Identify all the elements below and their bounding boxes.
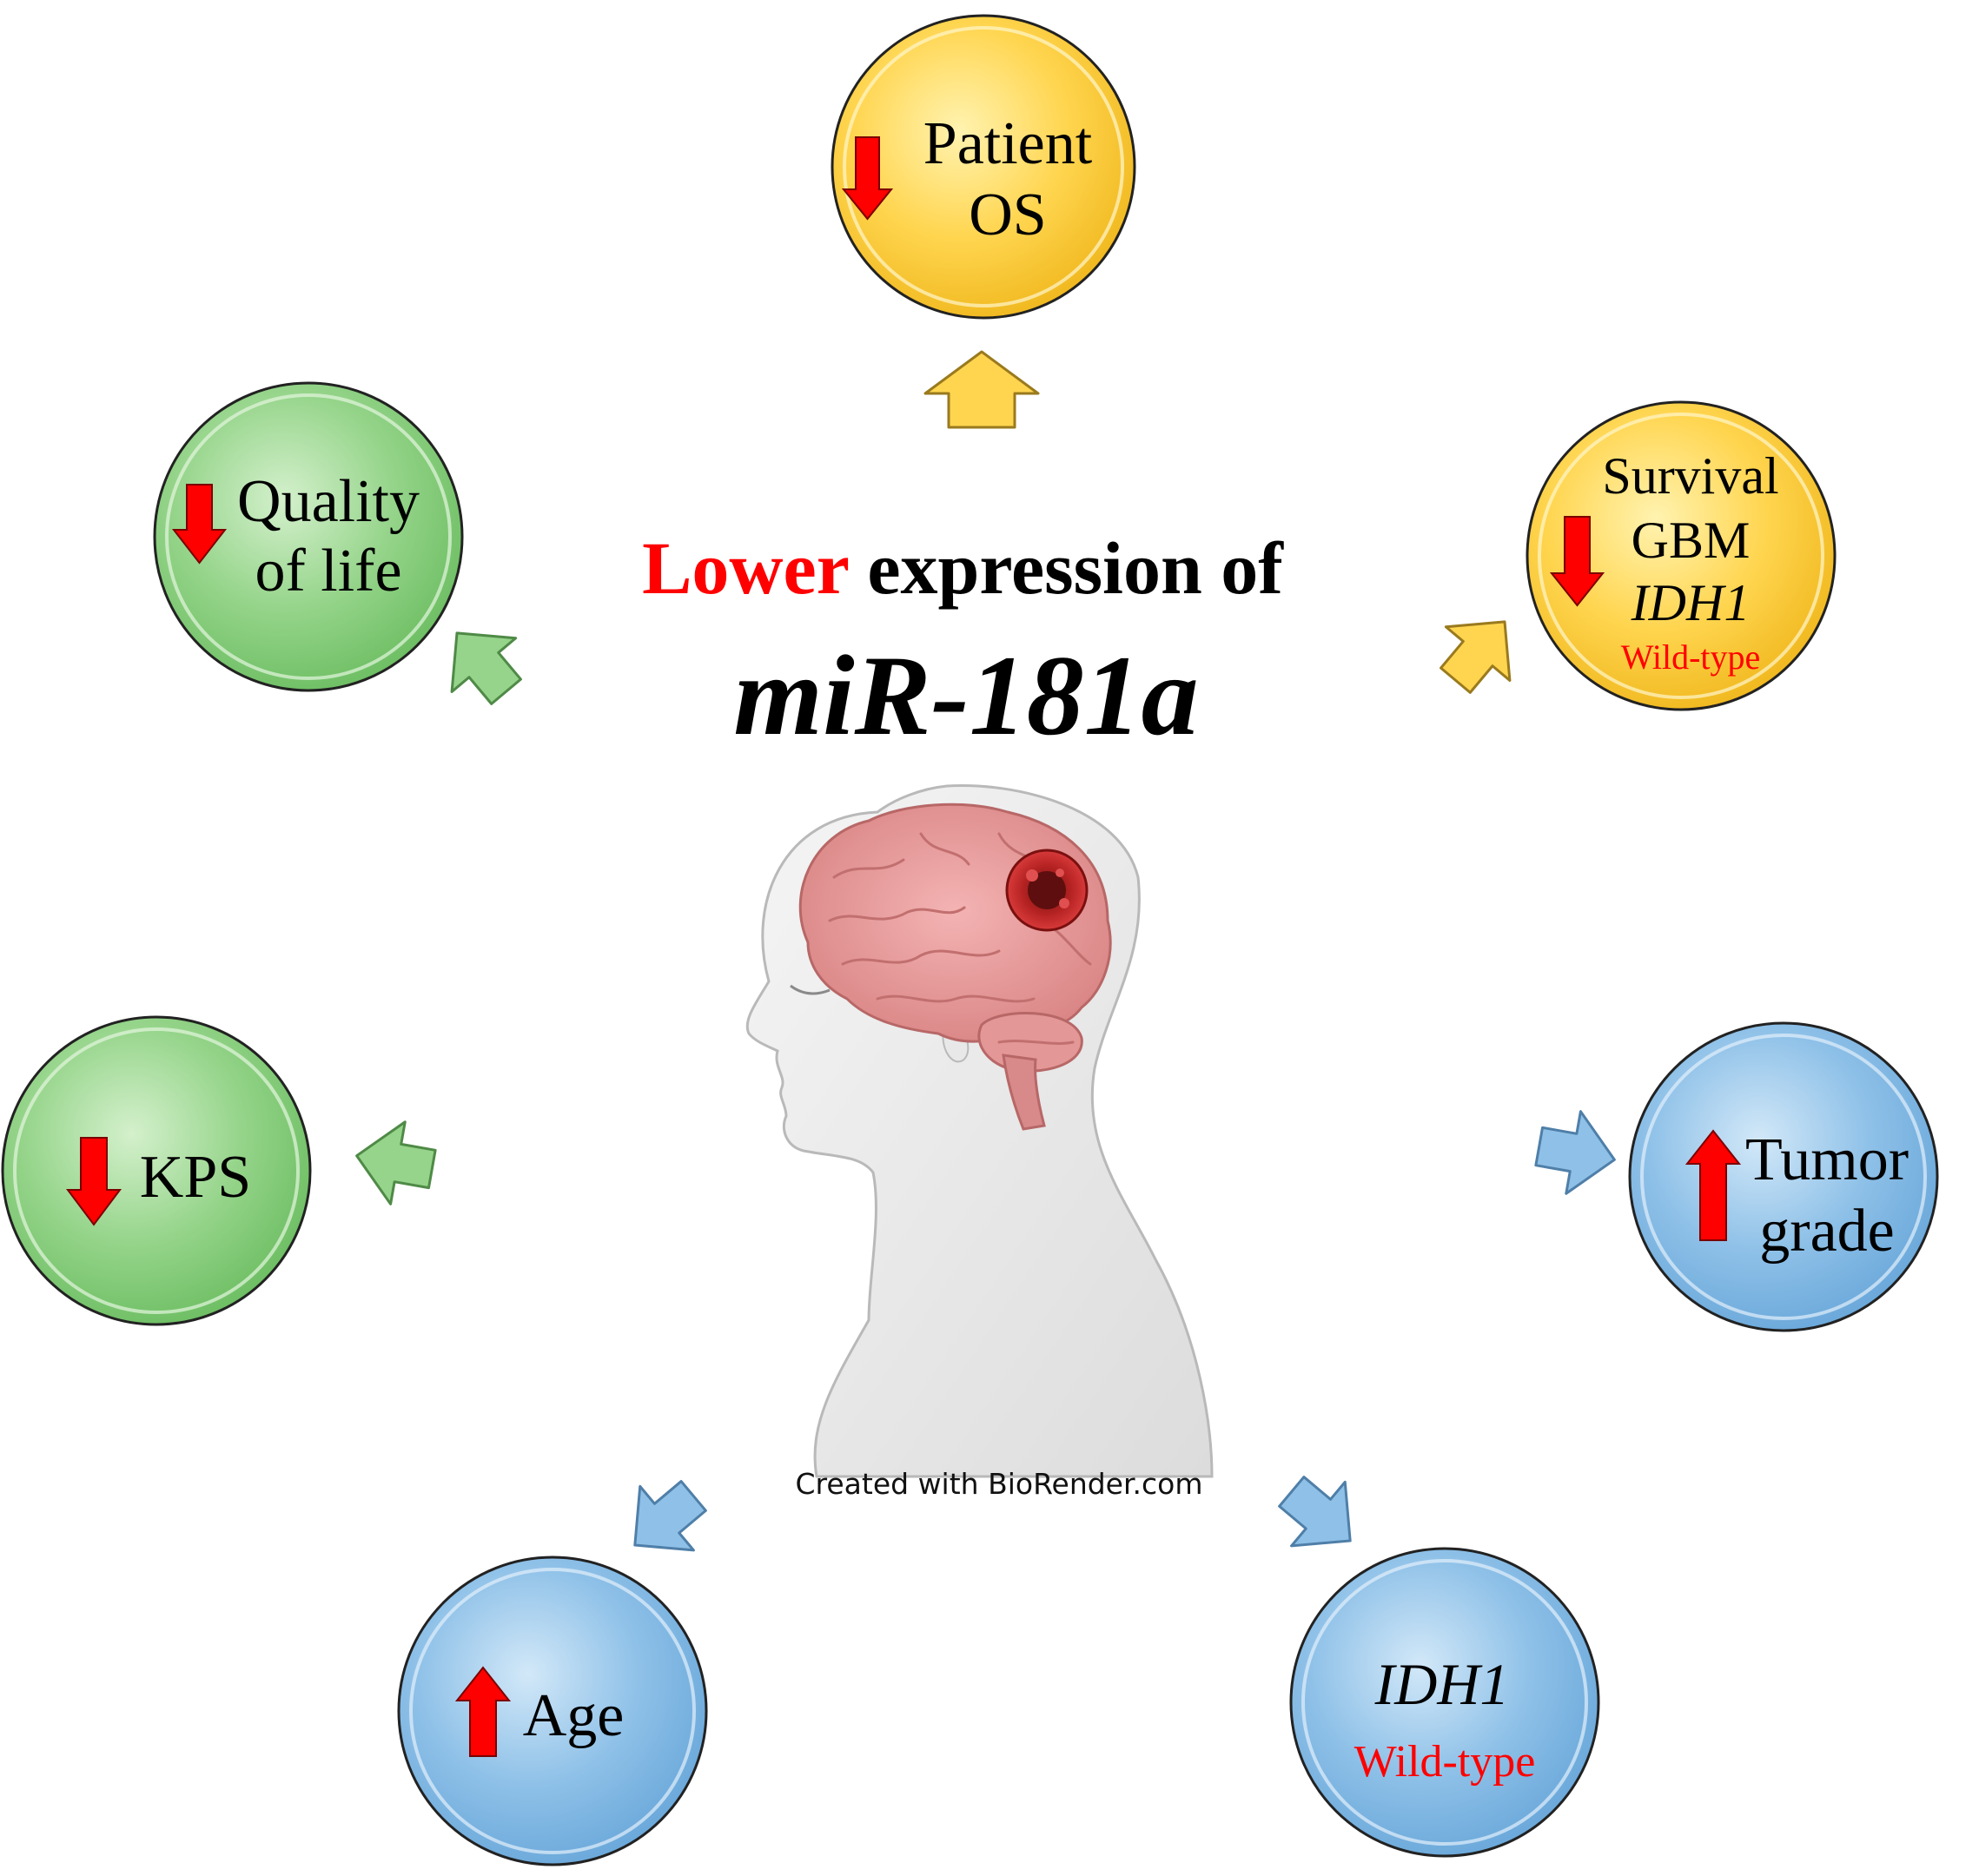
brainstem <box>1002 1054 1046 1131</box>
node-label: Quality <box>237 468 420 535</box>
node-label: of life <box>255 538 401 604</box>
mirna-name: miR-181a <box>733 631 1198 759</box>
arrow-to-patient-os <box>923 350 1040 429</box>
node-label: KPS <box>140 1144 251 1211</box>
arrow-to-age <box>633 1480 707 1552</box>
title-rest: expression of <box>867 526 1284 610</box>
node-gene-label: IDH1 <box>1631 574 1751 631</box>
down-arrow-icon <box>66 1137 122 1226</box>
up-arrow-icon <box>1684 1129 1742 1241</box>
node-sublabel: Wild-type <box>1621 637 1761 677</box>
node-label: Tumor <box>1745 1126 1909 1193</box>
node-tumor-grade: Tumor grade <box>1628 1021 1939 1332</box>
up-arrow-icon <box>454 1666 512 1757</box>
node-label: GBM <box>1632 512 1751 569</box>
down-arrow-icon <box>171 484 228 565</box>
arrow-to-survival-gbm <box>1440 620 1512 694</box>
arrow-to-idh1 <box>1278 1476 1352 1548</box>
node-sublabel: Wild-type <box>1354 1737 1536 1787</box>
node-patient-os: Patient OS <box>831 14 1136 320</box>
node-label: OS <box>969 182 1046 248</box>
title-highlight: Lower <box>642 526 849 610</box>
arrow-to-quality-of-life <box>450 631 522 705</box>
down-arrow-icon <box>1549 516 1605 607</box>
arrow-to-tumor-grade <box>1534 1110 1616 1195</box>
node-label: grade <box>1759 1198 1894 1265</box>
tumor <box>1005 849 1089 932</box>
node-age: Age <box>397 1556 708 1866</box>
node-label: Age <box>523 1682 625 1749</box>
down-arrow-icon <box>841 136 894 221</box>
node-kps: KPS <box>1 1015 312 1326</box>
connector-arrows <box>355 350 1616 1552</box>
head-brain-illustration <box>745 783 1214 1478</box>
node-survival-gbm: Survival GBM IDH1 Wild-type <box>1526 400 1837 711</box>
node-gene-label: IDH1 <box>1374 1651 1510 1717</box>
node-label: Patient <box>923 110 1093 177</box>
node-label: Survival <box>1602 447 1778 505</box>
biorender-credit: Created with BioRender.com <box>795 1467 1202 1501</box>
node-idh1: IDH1 Wild-type <box>1289 1547 1600 1858</box>
arrow-to-kps <box>355 1120 437 1206</box>
closed-eye <box>790 984 831 995</box>
node-quality-of-life: Quality of life <box>153 381 464 692</box>
